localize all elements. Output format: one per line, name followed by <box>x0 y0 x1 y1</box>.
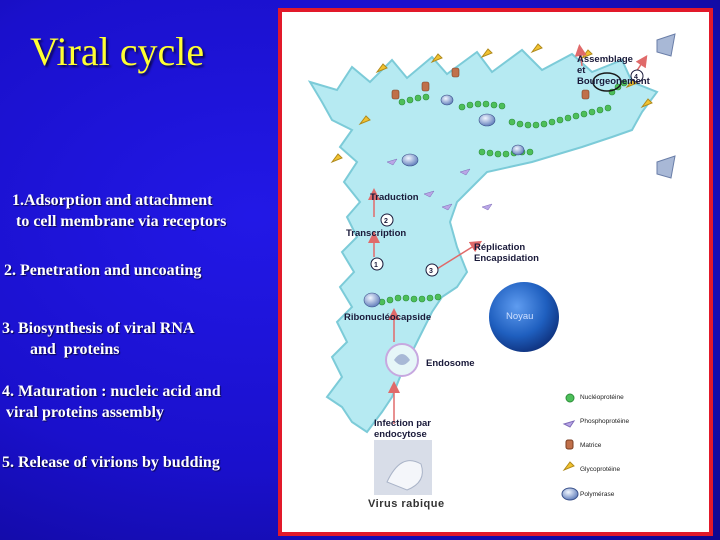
label-traduction: Traduction <box>370 192 419 203</box>
step-4-maturation: 4. Maturation : nucleic acid and viral p… <box>2 383 221 421</box>
cell-illustration <box>307 33 676 501</box>
slide-title: Viral cycle <box>30 29 205 74</box>
step-2-penetration: 2. Penetration and uncoating <box>4 262 202 279</box>
marker-2: 2 <box>384 218 388 225</box>
label-noyau: Noyau <box>506 311 534 322</box>
label-transcription: Transcription <box>346 228 407 239</box>
marker-1: 1 <box>374 262 378 269</box>
legend-glycoproteine: Glycoprotéine <box>580 466 621 473</box>
label-infection: Infection par endocytose <box>374 418 432 440</box>
label-virus-rabique: Virus rabique <box>368 498 445 510</box>
marker-4: 4 <box>634 74 638 81</box>
marker-3: 3 <box>429 268 433 275</box>
budding-virion <box>592 72 622 92</box>
legend-matrice: Matrice <box>580 442 602 449</box>
step-5-release: 5. Release of virions by budding <box>2 454 220 471</box>
label-assemblage: Assemblage et Bourgeonement <box>577 54 650 87</box>
label-endosome: Endosome <box>426 358 475 369</box>
legend-nucleoproteine: Nucléoprotéine <box>580 394 624 401</box>
polymerase-oval <box>478 113 496 127</box>
nucleus <box>489 282 559 352</box>
label-ribonucleocapside: Ribonucléocapside <box>344 312 432 323</box>
step-3-biosynthesis: 3. Biosynthesis of viral RNA and protein… <box>2 320 195 358</box>
cell-body <box>307 48 659 434</box>
viral-cycle-diagram: Assemblage et Bourgeonement Traduction T… <box>278 8 713 536</box>
legend-icons <box>561 393 579 501</box>
legend-phosphoproteine: Phosphoprotéine <box>580 418 630 425</box>
step-1-adsorption: 1.Adsorption and attachment to cell memb… <box>12 192 227 230</box>
legend-polymerase: Polymérase <box>580 491 615 498</box>
label-replication: Réplication Encapsidation <box>474 242 539 264</box>
